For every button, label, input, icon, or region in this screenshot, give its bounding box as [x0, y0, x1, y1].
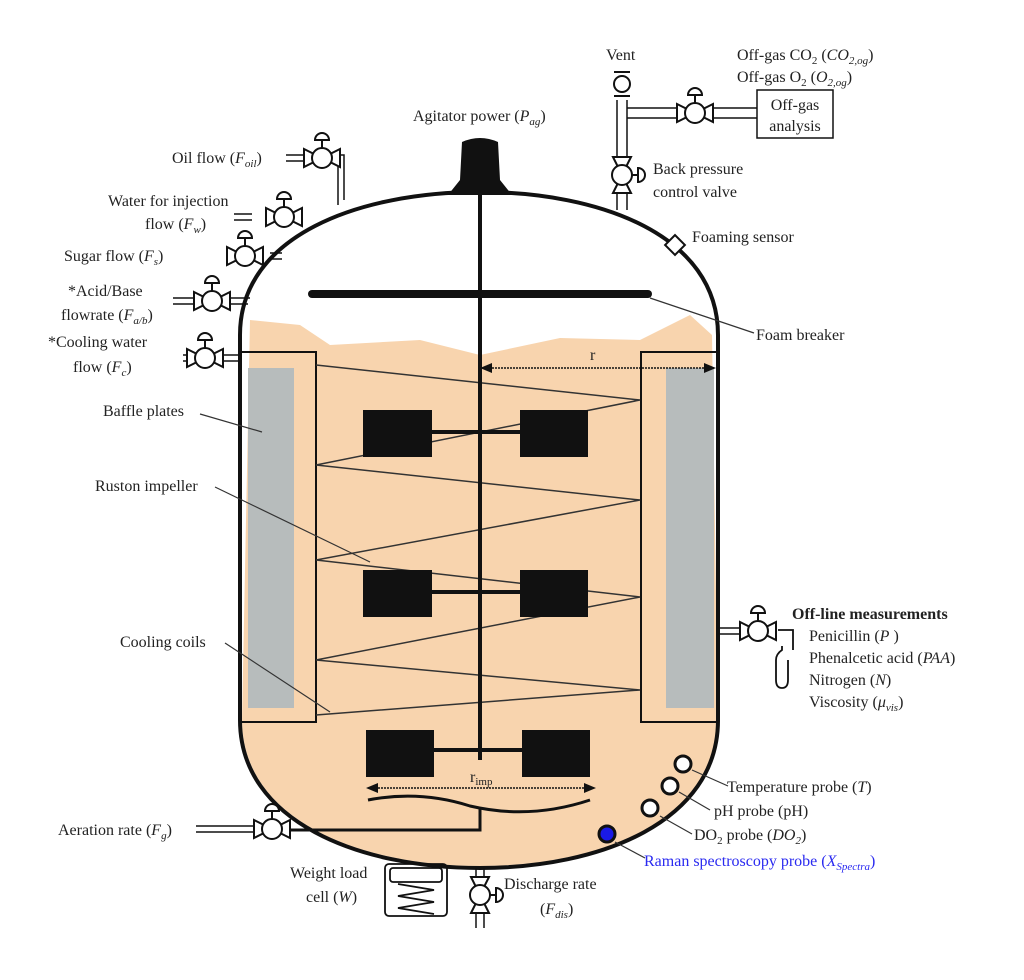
- weight-load-cell: [384, 863, 448, 917]
- baffle-plate-right: [666, 368, 714, 708]
- foam-breaker-label: Foam breaker: [756, 327, 845, 344]
- vent-valve: [613, 71, 631, 97]
- ph-probe-label: pH probe (pH): [714, 803, 808, 820]
- cooling-coils-label: Cooling coils: [120, 634, 206, 651]
- leader-lines: [199, 297, 755, 859]
- sugar-flow-label: Sugar flow (Fs): [64, 248, 163, 268]
- acid-base-valve[interactable]: [193, 275, 231, 312]
- impeller-middle: [363, 570, 588, 617]
- offline-measurement-item: Nitrogen (N): [809, 672, 891, 689]
- baffle-plates-label: Baffle plates: [103, 403, 184, 420]
- sample-bottle: [775, 629, 794, 689]
- offgas-box-line1: Off-gas: [771, 97, 820, 114]
- vent-label: Vent: [606, 47, 636, 64]
- cooling-water-valve[interactable]: [186, 332, 224, 369]
- offgas-box-line2: analysis: [769, 118, 821, 135]
- weight-label-2: cell (W): [306, 889, 357, 906]
- offline-measurements-list: Penicillin (P ) Phenalcetic acid (PAA) Nit…: [809, 628, 955, 714]
- do2-probe-label: DO2 probe (DO2): [694, 827, 806, 847]
- foaming-sensor: [663, 233, 687, 257]
- impeller-bottom: [366, 730, 590, 777]
- offline-sample-valve[interactable]: [739, 605, 777, 642]
- discharge-label-1: Discharge rate: [504, 876, 597, 893]
- impeller-radius-arrow: [366, 783, 596, 793]
- agitator-motor: [448, 138, 512, 195]
- foaming-sensor-label: Foaming sensor: [692, 229, 794, 246]
- offgas-o2-label: Off-gas O2 (O2,og): [737, 69, 852, 89]
- offline-title: Off-line measurements: [792, 606, 948, 623]
- probes: [597, 754, 693, 844]
- raman-probe-label: Raman spectroscopy probe (XSpectra): [644, 853, 875, 873]
- temperature-probe-label: Temperature probe (T): [727, 779, 872, 796]
- oil-flow-label: Oil flow (Foil): [172, 150, 262, 170]
- back-pressure-label-2: control valve: [653, 184, 737, 201]
- sugar-valve[interactable]: [226, 230, 264, 267]
- discharge-valve[interactable]: [469, 876, 504, 914]
- water-flow-label-1: Water for injection: [108, 193, 228, 210]
- r-label: r: [590, 347, 596, 364]
- raman-probe: [597, 824, 617, 844]
- impeller-top: [363, 410, 588, 457]
- water-flow-label-2: flow (Fw): [145, 216, 206, 236]
- offgas-analysis-box: [756, 89, 834, 139]
- discharge-label-2: (Fdis): [540, 901, 573, 921]
- agitator-power-label: Agitator power (Pag): [413, 108, 546, 128]
- offline-measurement-item: Penicillin (P ): [809, 628, 899, 645]
- radius-arrow: [480, 363, 716, 373]
- offgas-valve[interactable]: [676, 87, 714, 124]
- sparger: [367, 794, 591, 814]
- baffle-plate-left: [248, 368, 294, 708]
- back-pressure-label-1: Back pressure: [653, 161, 743, 178]
- back-pressure-valve[interactable]: [611, 156, 646, 194]
- r-imp-label: rimp: [470, 769, 493, 788]
- ruston-impeller-label: Ruston impeller: [95, 478, 198, 495]
- oil-flow-valve[interactable]: [303, 132, 341, 169]
- weight-label-1: Weight load: [290, 865, 367, 882]
- acid-base-label-2: flowrate (Fa/b): [61, 307, 153, 327]
- aeration-pipe: [285, 808, 482, 832]
- aeration-rate-label: Aeration rate (Fg): [58, 822, 172, 842]
- offline-measurement-item: Viscosity (μvis): [809, 694, 903, 714]
- offline-measurement-item: Phenalcetic acid (PAA): [809, 650, 955, 667]
- vessel-wall: [238, 189, 720, 871]
- offgas-co2-label: Off-gas CO2 (CO2,og): [737, 47, 873, 67]
- ph-probe: [660, 776, 680, 796]
- cooling-water-label-2: flow (Fc): [73, 359, 132, 379]
- cooling-water-label-1: *Cooling water: [48, 334, 148, 351]
- temperature-probe: [673, 754, 693, 774]
- acid-base-label-1: *Acid/Base: [68, 283, 143, 300]
- water-valve[interactable]: [265, 191, 303, 228]
- do2-probe: [640, 798, 660, 818]
- aeration-valve[interactable]: [253, 803, 291, 840]
